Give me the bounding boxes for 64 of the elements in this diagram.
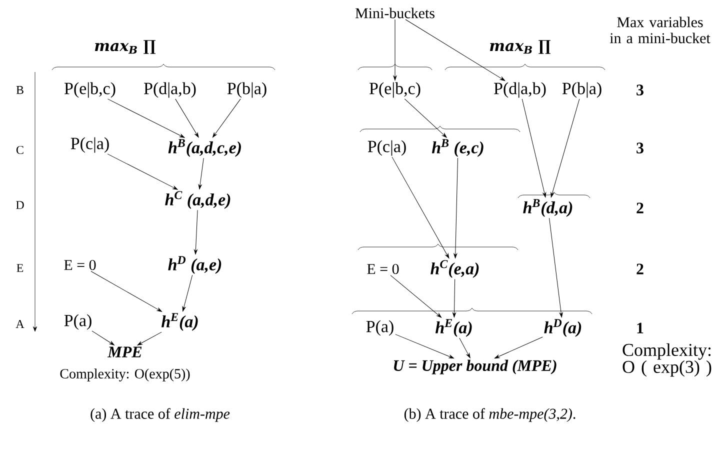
arrow [405, 19, 506, 81]
count-number: 2 [636, 264, 644, 274]
arrow [549, 218, 563, 318]
arrow [459, 338, 470, 358]
function-term: h$^{D}$ (a,e) [168, 256, 222, 274]
bucket-letter: C [16, 146, 24, 154]
probability-term: P(c|a) [368, 140, 406, 156]
caption: (a) A trace of elim-mpe [90, 408, 230, 422]
probability-term: P(b|a) [227, 82, 266, 98]
arrow [522, 98, 546, 198]
arrow [212, 98, 241, 138]
arrow [395, 334, 454, 358]
complexity-text: Complexity: O(exp(5)) [60, 368, 190, 382]
complexity-text: Complexity: O ( exp(3) ) [622, 343, 712, 377]
result-term: U = Upper bound (MPE) [394, 360, 556, 374]
bucket-letter: B [16, 86, 24, 94]
count-number: 1 [637, 322, 644, 334]
probability-term: P(e|b,c) [64, 82, 116, 98]
arrow [390, 275, 442, 318]
annotation-text: Mini-buckets [355, 8, 434, 18]
arrow [107, 154, 178, 190]
probability-term: P(b|a) [562, 82, 602, 98]
arrow [550, 98, 580, 198]
function-term: h$^{B}$(a,d,c,e) [168, 139, 241, 157]
function-term: h$^{E}$(a) [161, 313, 198, 331]
probability-term: P(a) [366, 320, 394, 336]
function-term: h$^{C}$(e,a) [430, 260, 479, 278]
function-term: h$^{E}$(a) [435, 319, 472, 337]
function-term: h$^{B}$(d,a) [523, 199, 572, 217]
result-term: MPE [107, 346, 142, 358]
bucket-letter: A [16, 320, 24, 328]
function-term: h$^{D}$(a) [544, 319, 582, 337]
arrow [404, 98, 447, 138]
arrow [92, 330, 114, 346]
probability-term: P(e|b,c) [369, 82, 420, 98]
count-number: 3 [636, 84, 644, 96]
probability-term: P(a) [64, 314, 92, 330]
arrow [175, 98, 199, 138]
arrow [393, 19, 397, 81]
bucket-letter: D [16, 201, 24, 209]
function-term: h$^{B}$ (e,c) [432, 139, 484, 157]
operator-label: max$_{B}$ ∏ [94, 40, 156, 54]
annotation-text: E = 0 [64, 260, 96, 270]
arrow [494, 336, 543, 358]
arrow [392, 156, 450, 258]
bucket-letter: E [16, 264, 24, 272]
arrow [182, 274, 193, 312]
probability-term: P(d|a,b) [144, 82, 196, 98]
probability-term: P(d|a,b) [494, 82, 546, 98]
arrow [454, 158, 458, 258]
function-term: h$^{C}$ (a,d,e) [165, 191, 230, 209]
arrow [137, 332, 162, 346]
arrow [194, 210, 198, 254]
arrow [198, 158, 204, 190]
count-number: 3 [636, 142, 644, 154]
probability-term: P(c|a) [70, 137, 109, 153]
count-number: 2 [636, 202, 644, 214]
caption: (b) A trace of mbe-mpe(3,2). [404, 408, 576, 422]
annotation-text: E = 0 [367, 264, 399, 274]
operator-label: max$_{B}$ ∏ [490, 40, 550, 54]
arrow [452, 278, 456, 318]
arrow [107, 98, 185, 138]
column-heading: Max variables in a mini-bucket [610, 16, 710, 44]
arrow [90, 271, 162, 312]
